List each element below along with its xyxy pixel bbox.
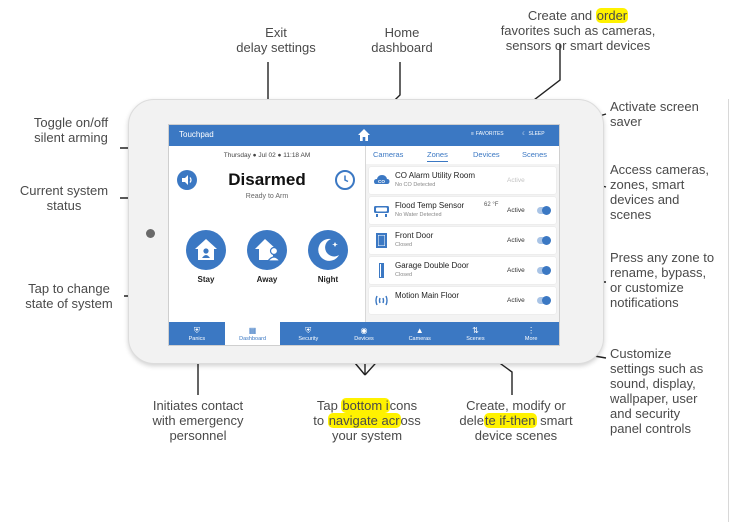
devices-icon: ◉: [360, 326, 368, 335]
callout-system-status: Current system status: [19, 183, 109, 213]
shield-icon: ⛨: [193, 326, 200, 335]
night-button[interactable]: Night: [306, 230, 350, 284]
away-button[interactable]: Away: [245, 230, 289, 284]
system-substatus: Ready to Arm: [245, 193, 289, 200]
zone-status: Active: [507, 297, 525, 304]
arming-panel: Thursday ● Jul 02 ● 11:18 AM Disarmed Re…: [169, 146, 366, 322]
speaker-icon: [182, 175, 192, 185]
callout-emergency: Initiates contact with emergency personn…: [152, 398, 244, 443]
zone-row[interactable]: Front Door Closed Active: [369, 227, 556, 254]
bottom-nav: ⛨ Panics ▦ Dashboard ⛨ Security ◉ Device…: [169, 322, 559, 345]
zone-row[interactable]: Garage Double Door Closed Active: [369, 257, 556, 284]
touchpad-screen: Touchpad ≡ FAVORITES ☾ SLEEP Thursday ● …: [168, 124, 560, 346]
zone-status: Active: [507, 237, 525, 244]
zone-toggle[interactable]: [537, 236, 551, 245]
security-shield-icon: ⛨: [305, 326, 312, 335]
stay-home-icon: [195, 239, 217, 260]
tab-zones[interactable]: Zones: [427, 150, 448, 162]
scenes-icon: ⇅: [472, 326, 479, 335]
callout-exit-delay: Exit delay settings: [236, 25, 316, 55]
sleep-button[interactable]: ☾ SLEEP: [522, 131, 545, 137]
callout-favorites: Create and order favorites such as camer…: [500, 8, 656, 53]
zone-toggle[interactable]: [537, 206, 551, 215]
home-icon[interactable]: [357, 128, 371, 142]
zone-row[interactable]: CO CO Alarm Utility Room No CO Detected …: [369, 167, 556, 194]
dashboard-icon: ▦: [248, 326, 257, 335]
nav-panics[interactable]: ⛨ Panics: [169, 322, 225, 345]
tab-bar: Cameras Zones Devices Scenes: [366, 146, 559, 164]
nav-devices[interactable]: ◉ Devices: [336, 322, 392, 345]
zone-toggle[interactable]: [537, 296, 551, 305]
co-icon: CO: [374, 175, 390, 184]
camera-icon: ▲: [415, 326, 424, 335]
date-time: Thursday ● Jul 02 ● 11:18 AM: [223, 152, 311, 159]
nav-more[interactable]: ⋮ More: [503, 322, 559, 345]
svg-text:CO: CO: [378, 179, 385, 184]
zone-temperature: 62 °F: [484, 202, 499, 208]
clock-icon: [344, 175, 349, 183]
door-icon: [376, 233, 387, 248]
tab-cameras[interactable]: Cameras: [373, 150, 404, 159]
callout-change-state: Tap to change state of system: [25, 281, 113, 311]
motion-icon: [375, 295, 388, 306]
front-camera: [146, 229, 155, 238]
top-bar: Touchpad ≡ FAVORITES ☾ SLEEP: [169, 125, 559, 146]
zone-status: Active: [507, 207, 525, 214]
callout-silent-arming: Toggle on/off silent arming: [33, 115, 109, 145]
flood-sensor-icon: [374, 206, 389, 217]
nav-scenes[interactable]: ⇅ Scenes: [448, 322, 504, 345]
night-moon-icon: [318, 238, 339, 261]
tab-devices[interactable]: Devices: [473, 150, 500, 159]
favorites-icon: ≡: [471, 131, 474, 137]
callout-scenes: Create, modify or delete if-then smart d…: [459, 398, 573, 443]
stay-button[interactable]: Stay: [184, 230, 228, 284]
zone-row[interactable]: Motion Main Floor Active: [369, 287, 556, 314]
zones-panel: Cameras Zones Devices Scenes CO CO Alarm…: [366, 146, 559, 322]
exit-delay-button[interactable]: [335, 170, 355, 190]
callout-customize: Customize settings such as sound, displa…: [610, 346, 729, 522]
zone-status: Active: [507, 177, 525, 184]
more-icon: ⋮: [527, 326, 536, 335]
callout-home-dashboard: Home dashboard: [371, 25, 433, 55]
app-title: Touchpad: [179, 130, 214, 139]
nav-dashboard[interactable]: ▦ Dashboard: [224, 322, 281, 345]
system-status: Disarmed: [228, 170, 306, 189]
favorites-button[interactable]: ≡ FAVORITES: [471, 131, 504, 137]
moon-icon: ☾: [522, 131, 527, 137]
nav-cameras[interactable]: ▲ Cameras: [392, 322, 448, 345]
garage-door-icon: [379, 263, 384, 278]
callout-bottom-icons: Tap bottom icons to navigate across your…: [313, 398, 421, 443]
nav-security[interactable]: ⛨ Security: [280, 322, 336, 345]
zone-status: Active: [507, 267, 525, 274]
zone-toggle[interactable]: [537, 266, 551, 275]
zone-row[interactable]: Flood Temp Sensor No Water Detected 62 °…: [369, 197, 556, 224]
silent-arming-button[interactable]: [177, 170, 197, 190]
tab-scenes[interactable]: Scenes: [522, 150, 548, 159]
away-icon: [255, 239, 282, 262]
